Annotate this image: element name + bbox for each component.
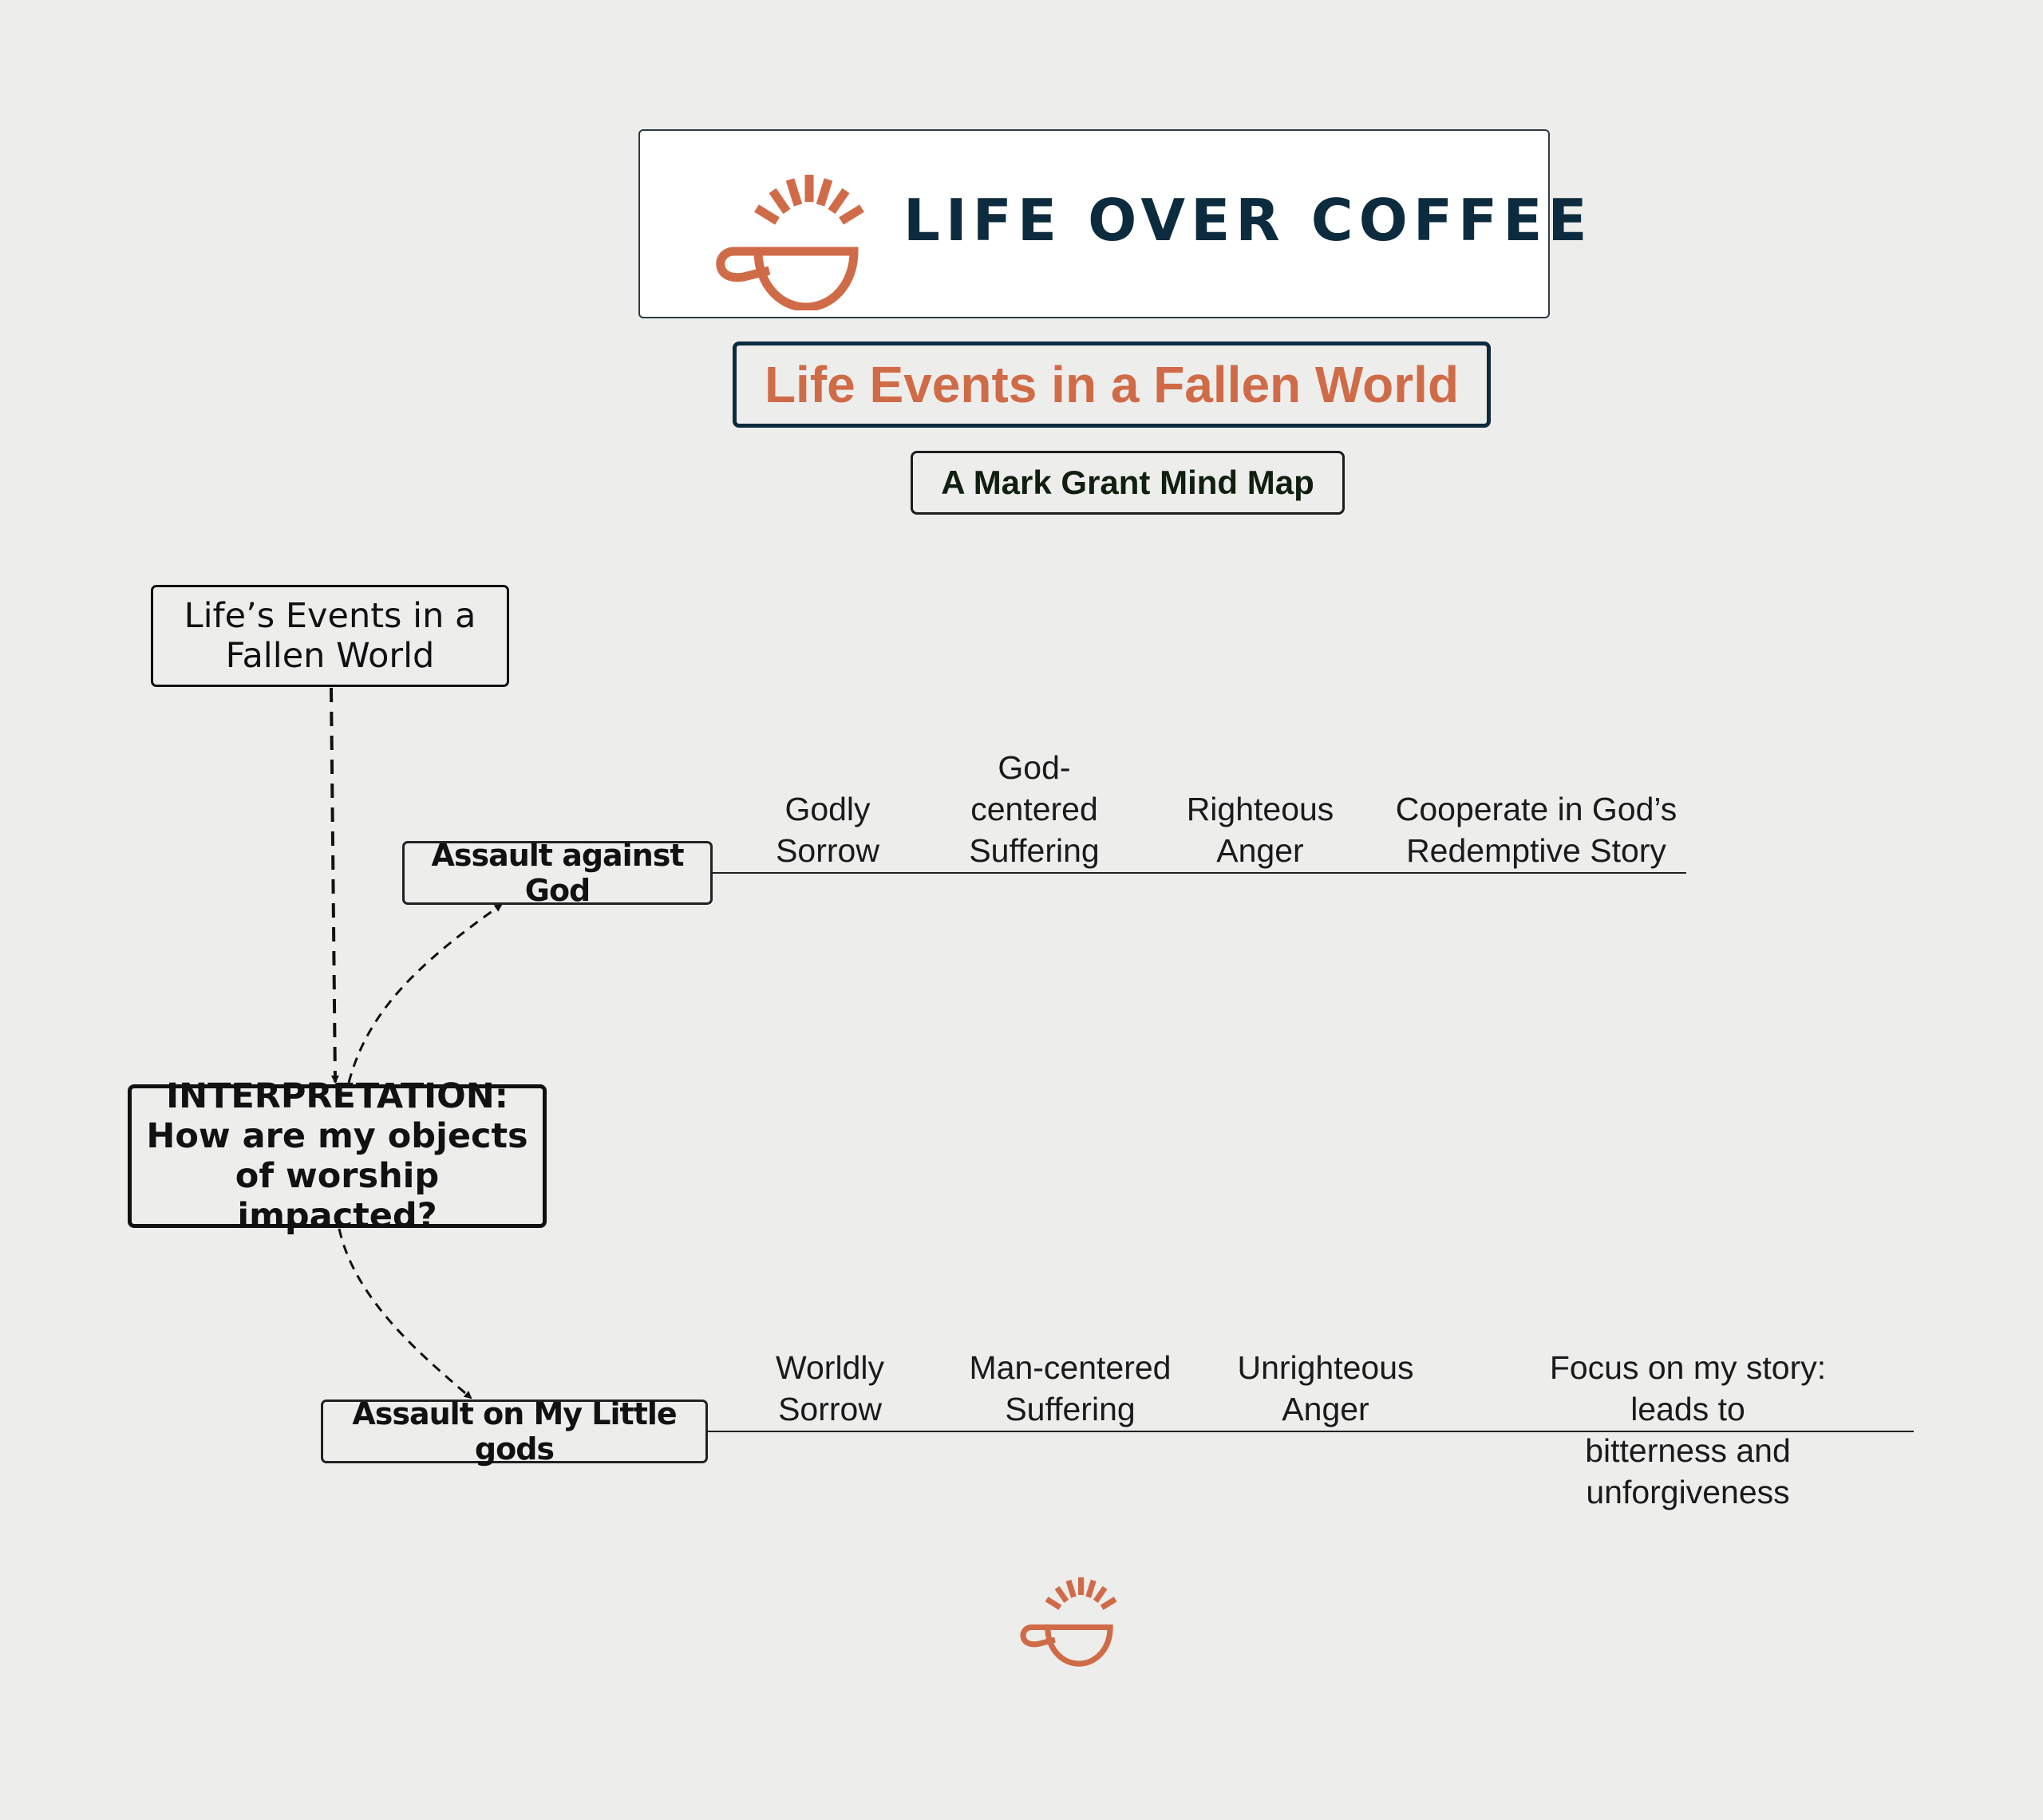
coffee-cup-sunrise-icon bbox=[1020, 1577, 1117, 1667]
assault-on-little-gods-label: Assault on My Little gods bbox=[352, 1396, 677, 1467]
interpretation-node-label: INTERPRETATION: How are my objects of wo… bbox=[146, 1076, 528, 1236]
gods-branch-line bbox=[708, 1431, 1914, 1432]
assault-against-god-node: Assault against God bbox=[402, 838, 713, 908]
events-node-label: Life’s Events in a Fallen World bbox=[184, 596, 476, 676]
logo-banner: LIFE OVER COFFEE bbox=[638, 129, 1587, 318]
events-node: Life’s Events in a Fallen World bbox=[151, 585, 509, 687]
events-to-interpretation-connector bbox=[330, 687, 339, 1084]
assault-against-god-label: Assault against God bbox=[431, 838, 684, 908]
branch-label: God- centered Suffering bbox=[969, 749, 1100, 869]
branch-label: Unrighteous Anger bbox=[1237, 1349, 1414, 1427]
branch-label: Righteous Anger bbox=[1186, 791, 1334, 869]
branch-label: Cooperate in God’s Redemptive Story bbox=[1395, 791, 1677, 869]
assault-on-little-gods-node: Assault on My Little gods bbox=[321, 1396, 708, 1467]
interpretation-to-god-connector bbox=[347, 903, 503, 1084]
branch-label: Focus on my story: leads to bitterness a… bbox=[1549, 1349, 1827, 1510]
interpretation-node: INTERPRETATION: How are my objects of wo… bbox=[128, 1076, 547, 1236]
branch-label: Man-centered Suffering bbox=[969, 1349, 1172, 1427]
coffee-cup-sunrise-icon bbox=[716, 175, 864, 310]
god-branch-line bbox=[713, 872, 1686, 874]
logo-wordmark: LIFE OVER COFFEE bbox=[903, 187, 1593, 254]
branch-label: Worldly Sorrow bbox=[776, 1349, 884, 1427]
page-subtitle: A Mark Grant Mind Map bbox=[911, 451, 1345, 515]
interpretation-to-gods-connector bbox=[338, 1228, 472, 1400]
page-title: Life Events in a Fallen World bbox=[733, 341, 1491, 428]
branch-label: Godly Sorrow bbox=[776, 791, 879, 869]
